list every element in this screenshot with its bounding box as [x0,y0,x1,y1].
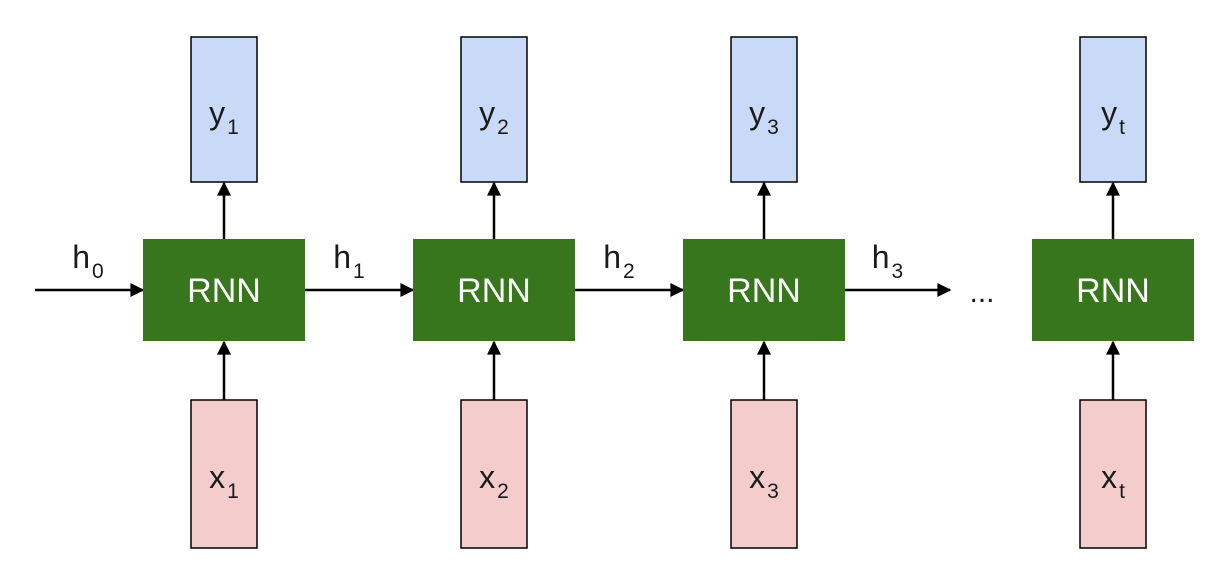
output-label-3-letter: y [749,95,765,131]
input-label-4: xt [1101,459,1125,503]
input-label-2-letter: x [479,459,495,495]
rnn-cell-3 [683,239,845,341]
input-label-4-subscript: t [1119,480,1125,503]
input-box-3 [730,399,798,549]
output-label-2-letter: y [479,95,495,131]
label-hidden-3-subscript: 3 [892,260,904,283]
label-hidden-1-subscript: 1 [353,260,365,283]
output-label-4: yt [1101,95,1125,139]
label-hidden-2: h2 [603,239,634,283]
output-label-1-subscript: 1 [227,116,239,139]
input-label-3-subscript: 3 [767,480,779,503]
output-label-2: y2 [479,95,509,139]
input-box-1 [190,399,258,549]
input-label-3: x3 [749,459,779,503]
label-h0-subscript: 0 [92,260,104,283]
output-label-4-letter: y [1101,95,1117,131]
output-label-1: y1 [209,95,239,139]
label-hidden-2-letter: h [603,239,621,275]
input-label-1-subscript: 1 [227,480,239,503]
label-h0-letter: h [72,239,90,275]
output-label-4-subscript: t [1119,116,1125,139]
input-label-3-letter: x [749,459,765,495]
rnn-cell-4 [1032,239,1194,341]
rnn-cell-label-2: RNN [457,272,531,310]
rnn-cell-2 [413,239,575,341]
label-h0: h0 [72,239,103,283]
label-hidden-1-letter: h [333,239,351,275]
output-label-3: y3 [749,95,779,139]
output-box-2 [460,36,528,183]
label-hidden-3-letter: h [872,239,890,275]
label-hidden-3: h3 [872,239,903,283]
rnn-cell-label-4: RNN [1076,272,1150,310]
input-label-2: x2 [479,459,509,503]
input-box-2 [460,399,528,549]
ellipsis: ... [969,276,994,309]
input-label-4-letter: x [1101,459,1117,495]
input-label-2-subscript: 2 [497,480,509,503]
output-box-3 [730,36,798,183]
rnn-cell-label-3: RNN [727,272,801,310]
rnn-cell-label-1: RNN [187,272,261,310]
label-hidden-1: h1 [333,239,364,283]
output-label-2-subscript: 2 [497,116,509,139]
output-box-4 [1079,36,1147,183]
output-label-3-subscript: 3 [767,116,779,139]
rnn-cell-1 [143,239,305,341]
input-label-1: x1 [209,459,239,503]
label-hidden-2-subscript: 2 [623,260,635,283]
input-label-1-letter: x [209,459,225,495]
output-label-1-letter: y [209,95,225,131]
